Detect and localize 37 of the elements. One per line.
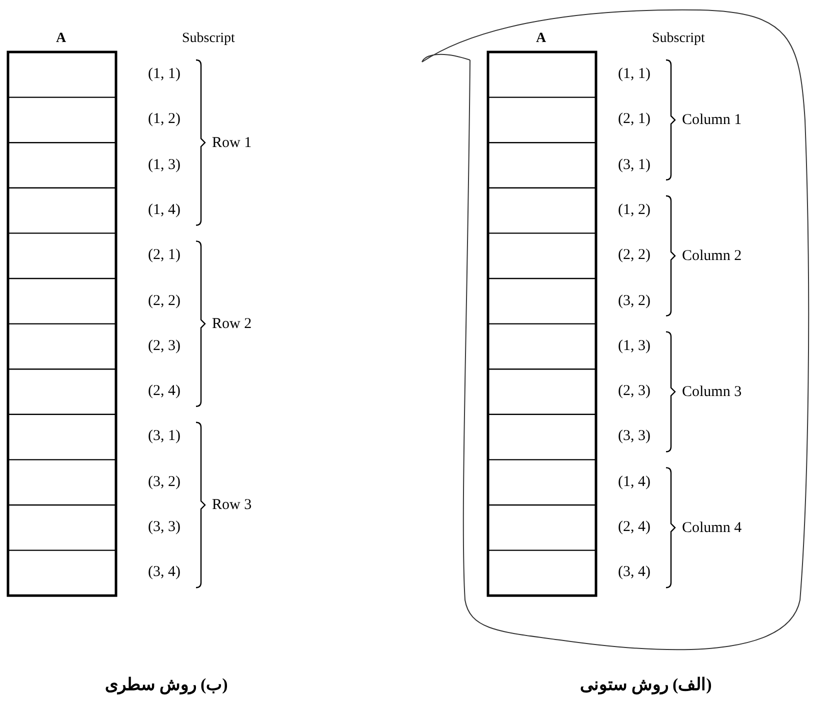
subscript-label: (1, 1) bbox=[148, 65, 180, 83]
subscript-label: (1, 1) bbox=[618, 65, 650, 83]
subscript-label: (3, 2) bbox=[148, 472, 180, 491]
subscript-label: (3, 3) bbox=[148, 518, 180, 536]
subscript-label: (1, 2) bbox=[148, 110, 180, 128]
column-header: A bbox=[536, 30, 546, 48]
subscript-label: (2, 3) bbox=[148, 336, 180, 355]
subscript-label: (3, 4) bbox=[618, 563, 650, 582]
subscript-label: (1, 4) bbox=[618, 472, 650, 491]
subscript-label: (2, 1) bbox=[618, 110, 650, 128]
subscript-label: (3, 4) bbox=[148, 563, 180, 582]
subscript-label: (1, 2) bbox=[618, 200, 650, 219]
subscript-label: (3, 1) bbox=[148, 427, 180, 446]
figure-caption: (الف) روش ستونی bbox=[580, 676, 712, 694]
column-header: Subscript bbox=[182, 30, 235, 48]
subscript-label: (2, 1) bbox=[148, 246, 180, 264]
group-label: Column 3 bbox=[682, 382, 742, 401]
subscript-label: (2, 3) bbox=[618, 382, 650, 400]
subscript-label: (2, 4) bbox=[148, 382, 180, 400]
figure-caption: (ب) روش سطری bbox=[105, 676, 228, 694]
subscript-label: (2, 4) bbox=[618, 518, 650, 536]
column-header: A bbox=[56, 30, 66, 48]
group-label: Column 2 bbox=[682, 246, 742, 265]
group-label: Column 4 bbox=[682, 518, 742, 537]
subscript-label: (1, 4) bbox=[148, 200, 180, 219]
group-label: Column 1 bbox=[682, 110, 742, 129]
subscript-label: (2, 2) bbox=[618, 246, 650, 264]
group-label: Row 2 bbox=[212, 314, 252, 333]
subscript-label: (3, 1) bbox=[618, 156, 650, 174]
group-label: Row 1 bbox=[212, 134, 252, 152]
subscript-label: (3, 2) bbox=[618, 292, 650, 310]
subscript-label: (1, 3) bbox=[148, 156, 180, 174]
column-header: Subscript bbox=[652, 30, 705, 48]
subscript-label: (3, 3) bbox=[618, 427, 650, 446]
subscript-label: (2, 2) bbox=[148, 292, 180, 310]
subscript-label: (1, 3) bbox=[618, 336, 650, 355]
group-label: Row 3 bbox=[212, 496, 252, 514]
